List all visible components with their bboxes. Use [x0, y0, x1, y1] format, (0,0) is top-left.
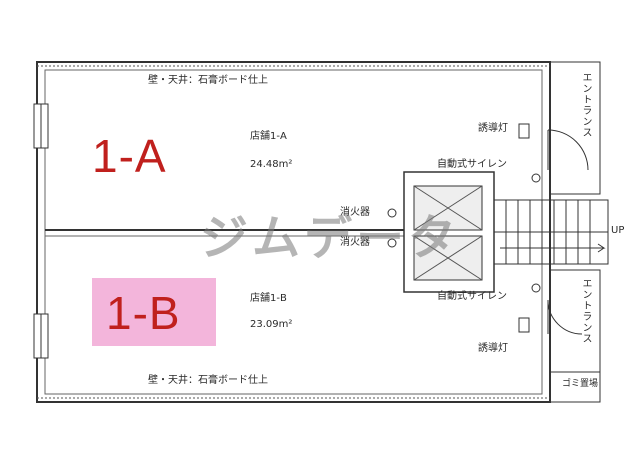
fire-extinguisher-icon: [387, 238, 397, 248]
guide-light-label-top: 誘導灯: [478, 123, 508, 134]
entrance-label-bottom: エントランス: [580, 278, 591, 344]
unit-1a-label: 1-A: [92, 130, 167, 182]
unit-1b-label: 1-B: [106, 287, 181, 339]
entrance-label-top: エントランス: [580, 72, 591, 138]
door-swing-top: [547, 129, 589, 171]
garbage-area: [549, 371, 601, 403]
siren-icon: [531, 283, 541, 293]
finish-note-top: 壁・天井：石膏ボード仕上: [148, 75, 268, 86]
finish-note-bottom: 壁・天井：石膏ボード仕上: [148, 375, 268, 386]
unit-1b-name: 店舗1-B: [250, 293, 287, 304]
watermark: ジムデータ: [200, 210, 461, 266]
entrance-bottom: [549, 269, 601, 373]
guide-light-label-bottom: 誘導灯: [478, 343, 508, 354]
fire-extinguisher-icon: [387, 208, 397, 218]
guide-light-icon: [518, 317, 530, 333]
door-swing-bottom: [547, 299, 583, 335]
siren-label-top: 自動式サイレン: [437, 159, 507, 170]
unit-1a-area: 24.48m²: [250, 159, 293, 170]
unit-1b-area: 23.09m²: [250, 319, 293, 330]
siren-label-bottom: 自動式サイレン: [437, 291, 507, 302]
unit-1b-highlight: [92, 278, 216, 346]
stair-up-label: UP: [611, 225, 625, 236]
unit-1a-name: 店舗1-A: [250, 131, 287, 142]
entrance-top: [549, 61, 601, 195]
fire-extinguisher-label-top: 消火器: [340, 207, 370, 218]
siren-icon: [531, 173, 541, 183]
staircase: [493, 199, 609, 265]
garbage-label: ゴミ置場: [562, 379, 599, 389]
guide-light-icon: [518, 123, 530, 139]
fire-extinguisher-label-bottom: 消火器: [340, 237, 370, 248]
